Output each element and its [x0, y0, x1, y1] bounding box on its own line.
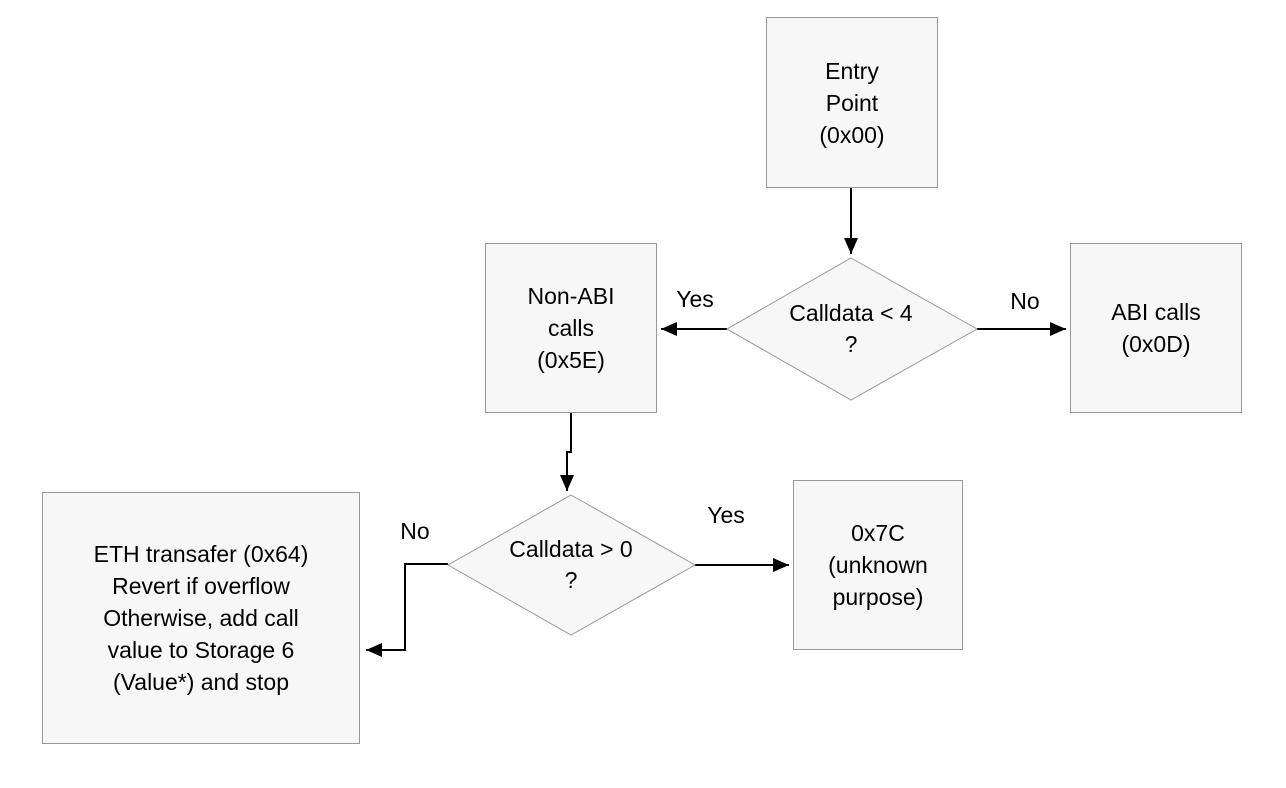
decision-diamond-calldata-lt-4 — [725, 257, 979, 401]
edge-label-calldata-gt-0-yes: Yes — [707, 502, 745, 528]
edge-decision2-no-to-eth — [366, 563, 448, 657]
edge-label-calldata-lt-4-no: No — [1010, 288, 1040, 314]
edge-label-calldata-lt-4-yes: Yes — [676, 286, 714, 312]
node-non-abi-calls: Non-ABI calls (0x5E) — [485, 243, 657, 413]
edge-label-calldata-gt-0-no: No — [400, 518, 430, 544]
decision-diamond-calldata-gt-0 — [446, 494, 697, 636]
node-abi-calls: ABI calls (0x0D) — [1070, 243, 1242, 413]
node-eth-transfer: ETH transafer (0x64) Revert if overflow … — [42, 492, 360, 744]
edge-nonabi-to-decision2 — [560, 413, 574, 491]
node-entry-point: Entry Point (0x00) — [766, 17, 938, 188]
node-0x7c-unknown-purpose: 0x7C (unknown purpose) — [793, 480, 963, 650]
